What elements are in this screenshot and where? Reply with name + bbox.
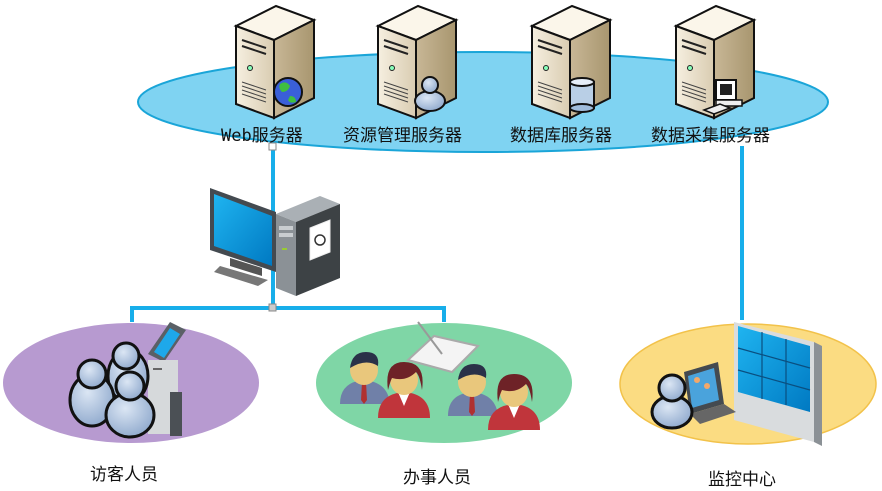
visitors-label: 访客人员: [90, 465, 158, 485]
connector-handle-junction[interactable]: [268, 303, 277, 312]
web-server-label: Web服务器: [221, 126, 303, 146]
business-people-icon: [340, 352, 540, 430]
operator-laptop-icon: [650, 362, 736, 430]
database-server-icon: [531, 5, 611, 119]
web-server-icon: [235, 5, 315, 119]
user-icon: [414, 76, 446, 112]
workstation-icon: [701, 79, 743, 115]
staff-label: 办事人员: [403, 468, 471, 488]
network-links: [130, 146, 744, 322]
collector-server-label: 数据采集服务器: [651, 126, 770, 146]
monitor-center-label: 监控中心: [708, 470, 776, 490]
resource-server-icon: [377, 5, 457, 119]
desktop-computer-icon: [210, 188, 340, 296]
link-hub-to-staff: [273, 306, 446, 322]
collector-server-icon: [675, 5, 755, 119]
video-wall-icon: [734, 322, 822, 446]
database-icon: [569, 77, 595, 113]
tablet-pen-icon: [405, 321, 480, 374]
globe-icon: [273, 77, 303, 107]
visitors-group-icon: [68, 341, 156, 439]
link-hub-to-visitors: [130, 306, 273, 322]
database-server-label: 数据库服务器: [510, 126, 612, 146]
resource-server-label: 资源管理服务器: [343, 126, 462, 146]
connector-handle-top[interactable]: [268, 142, 277, 151]
